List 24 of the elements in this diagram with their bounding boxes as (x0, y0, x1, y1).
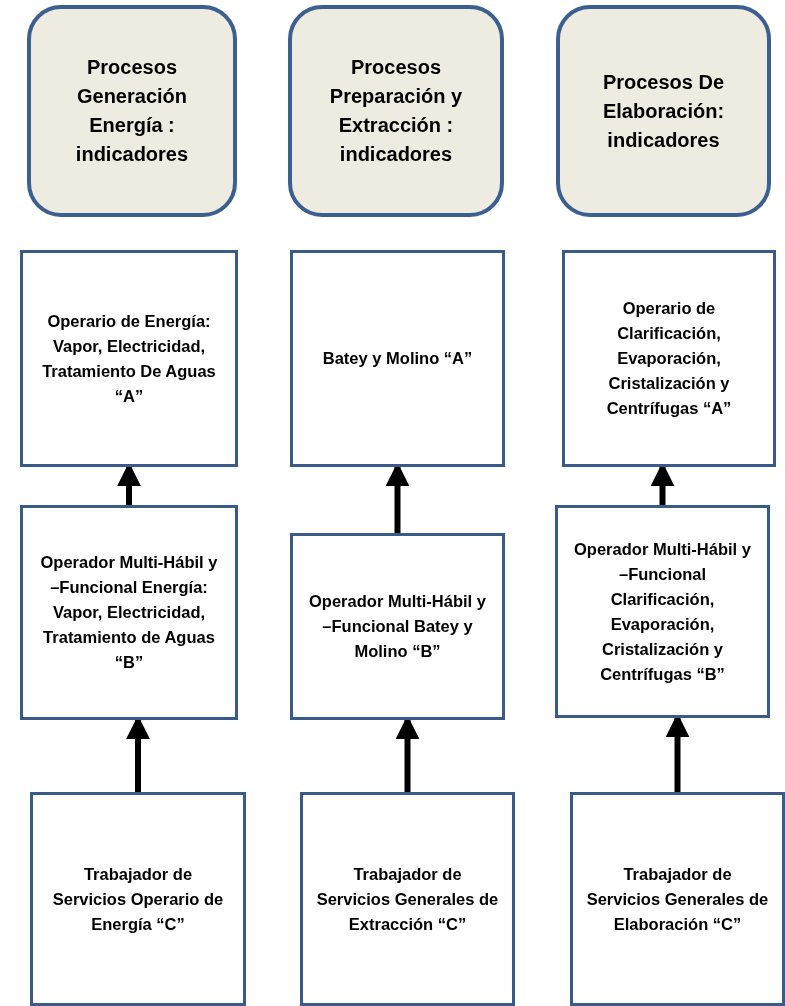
box-label: Procesos Generación Energía : indicadores (74, 55, 190, 167)
process-header-box (288, 5, 504, 217)
box-label: Procesos De Elaboración: indicadores (601, 69, 726, 153)
box-label: Operario de Clarificación, Evaporación, Cristalización y Centrífugas “A” (605, 298, 733, 419)
role-box (290, 533, 505, 720)
box-label: Trabajador de Servicios Generales de Elaboración “C” (585, 863, 770, 935)
box-label: Trabajador de Servicios Generales de Extracción “C” (315, 863, 500, 935)
role-box (20, 250, 238, 467)
role-box (300, 792, 515, 1006)
role-box (30, 792, 246, 1006)
role-box (20, 505, 238, 720)
role-box (290, 250, 505, 467)
box-label: Batey y Molino “A” (322, 348, 473, 369)
box-label: Procesos Preparación y Extracción : indicadores (328, 55, 464, 167)
box-label: Trabajador de Servicios Operario de Energía “C” (51, 863, 225, 935)
role-box (570, 792, 785, 1006)
box-label: Operador Multi-Hábil y –Funcional Batey y Molino “B” (308, 591, 487, 662)
role-box (562, 250, 776, 467)
process-header-box (556, 5, 771, 217)
box-label: Operario de Energía: Vapor, Electricidad, Tratamiento De Aguas “A” (41, 310, 217, 407)
box-label: Operador Multi-Hábil y –Funcional Energía: Vapor, Electricidad, Tratamiento de Aguas “B” (39, 552, 219, 673)
role-box (555, 505, 770, 718)
process-header-box (27, 5, 237, 217)
box-label: Operador Multi-Hábil y –Funcional Clarificación, Evaporación, Cristalización y Centrífugas “B” (573, 538, 752, 685)
